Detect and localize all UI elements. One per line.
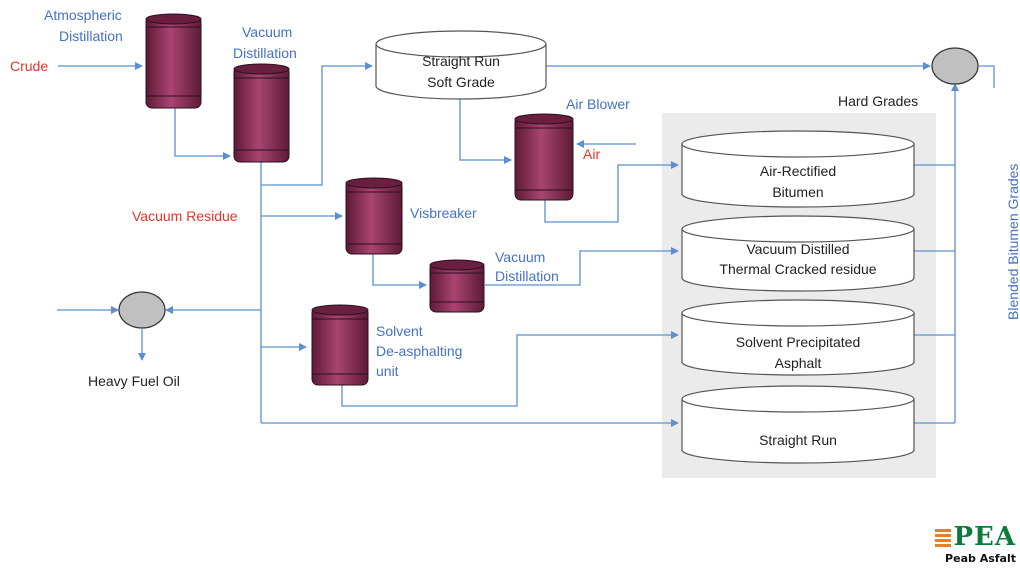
logo-mark: PEA [926,524,1016,550]
visbreaker-vessel [345,177,403,255]
atmospheric-distillation-vessel [145,13,202,109]
air-label: Air [583,146,600,162]
solvent-label-line1: Solvent [376,323,423,339]
vacuum-residue-label: Vacuum Residue [132,208,238,224]
heavy-fuel-oil-mixer [118,291,166,329]
vacuum2-label-line1: Vacuum [495,249,545,265]
blended-bitumen-label: Blended Bitumen Grades [1005,164,1020,320]
vacuum-label-line1: Vacuum [242,24,292,40]
vacuum2-label-line2: Distillation [495,268,559,284]
company-logo: PEA Peab Asfalt [926,524,1016,565]
vdtc-label-line1: Vacuum Distilled [746,241,849,257]
straight-run-soft-label-line2: Soft Grade [427,74,495,90]
straight-run-soft-grade-tank [375,30,547,100]
vdtc-label-line2: Thermal Cracked residue [719,261,876,277]
logo-subtitle: Peab Asfalt [945,552,1016,565]
logo-stripes-icon [935,529,952,547]
atmospheric-label-line1: Atmospheric [44,7,122,23]
straight-run-label: Straight Run [759,432,837,448]
spa-label-line2: Asphalt [775,355,822,371]
solvent-label-line2: De-asphalting [376,343,462,359]
air-rectified-label-line2: Bitumen [772,184,823,200]
logo-mark-text: PEA [953,522,1016,552]
air-rectified-label-line1: Air-Rectified [760,163,836,179]
air-blower-label: Air Blower [566,96,630,112]
crude-label: Crude [10,58,48,74]
vacuum-label-line2: Distillation [233,45,297,61]
vacuum-distillation-vessel [233,63,290,163]
heavy-fuel-oil-label: Heavy Fuel Oil [88,373,180,389]
flow-lines [57,62,995,427]
vacuum-distilled-thermal-cracked-tank [681,215,915,292]
blend-mixer [931,47,979,85]
vacuum-distillation-2-vessel [429,259,485,313]
spa-label-line1: Solvent Precipitated [736,334,861,350]
visbreaker-label: Visbreaker [410,205,477,221]
straight-run-soft-label-line1: Straight Run [422,53,500,69]
solvent-deasphalting-vessel [311,304,369,386]
air-blower-vessel [514,113,574,201]
solvent-label-line3: unit [376,363,399,379]
solvent-precipitated-asphalt-tank [681,299,915,376]
air-rectified-bitumen-tank [681,130,915,208]
atmospheric-label-line2: Distillation [59,28,123,44]
hard-grades-label: Hard Grades [838,93,918,109]
straight-run-tank [681,385,915,464]
